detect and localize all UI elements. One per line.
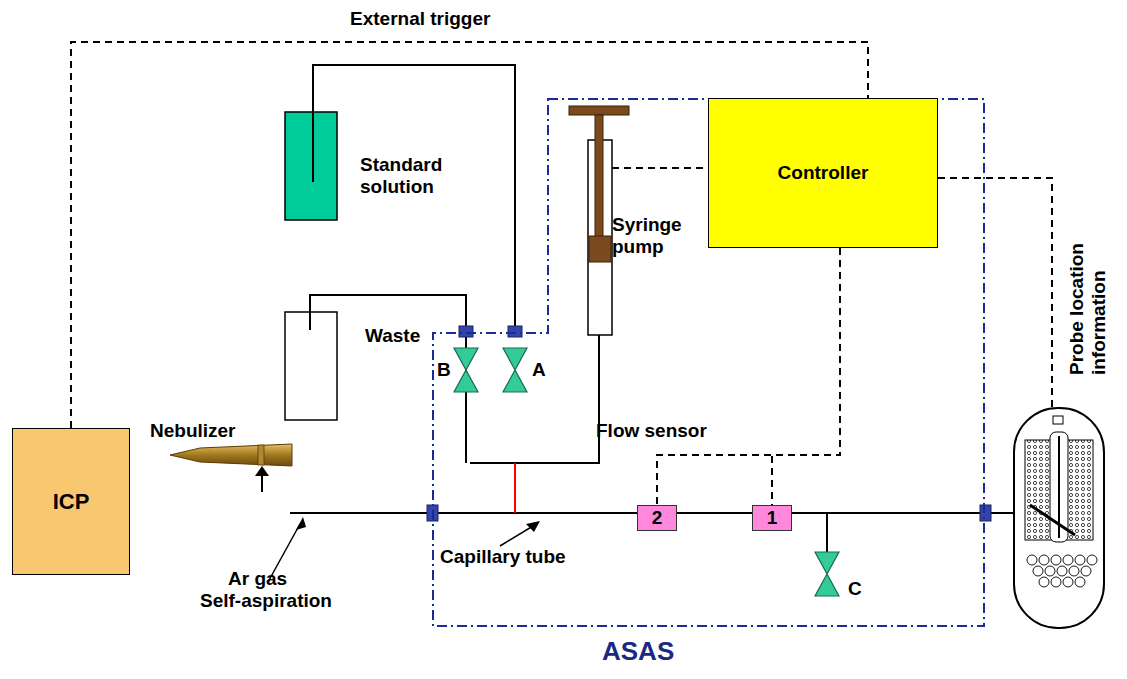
part-label: Self-aspiration [200,590,332,612]
sensor-number: 1 [767,507,778,529]
signal-label: Probe location information [1066,225,1110,375]
instrument-box: ICP [12,428,130,575]
part-label: Syringe pump [612,214,702,258]
part-label: Capillary tube [440,546,566,568]
part-label: Waste [365,325,420,347]
signal-line [657,248,840,505]
part-label: Nebulizer [150,420,236,442]
box-title: ICP [53,489,90,515]
valve-letter: C [848,578,862,600]
flow-sensor: 2 [637,505,677,531]
part-label: Ar gas [228,568,287,590]
valve-letter: A [532,359,546,381]
signal-line [772,248,840,505]
box-title: Controller [778,162,869,184]
sensor-number: 2 [652,507,663,529]
valve-letter: B [437,359,451,381]
part-label: Standard solution [360,154,470,198]
part-label: Flow sensor [596,420,707,442]
controller-box: Controller [708,98,938,248]
signal-label: External trigger [350,8,490,30]
region-title: ASAS [602,636,674,667]
flow-sensor: 1 [752,505,792,531]
autosampler [1014,408,1104,628]
